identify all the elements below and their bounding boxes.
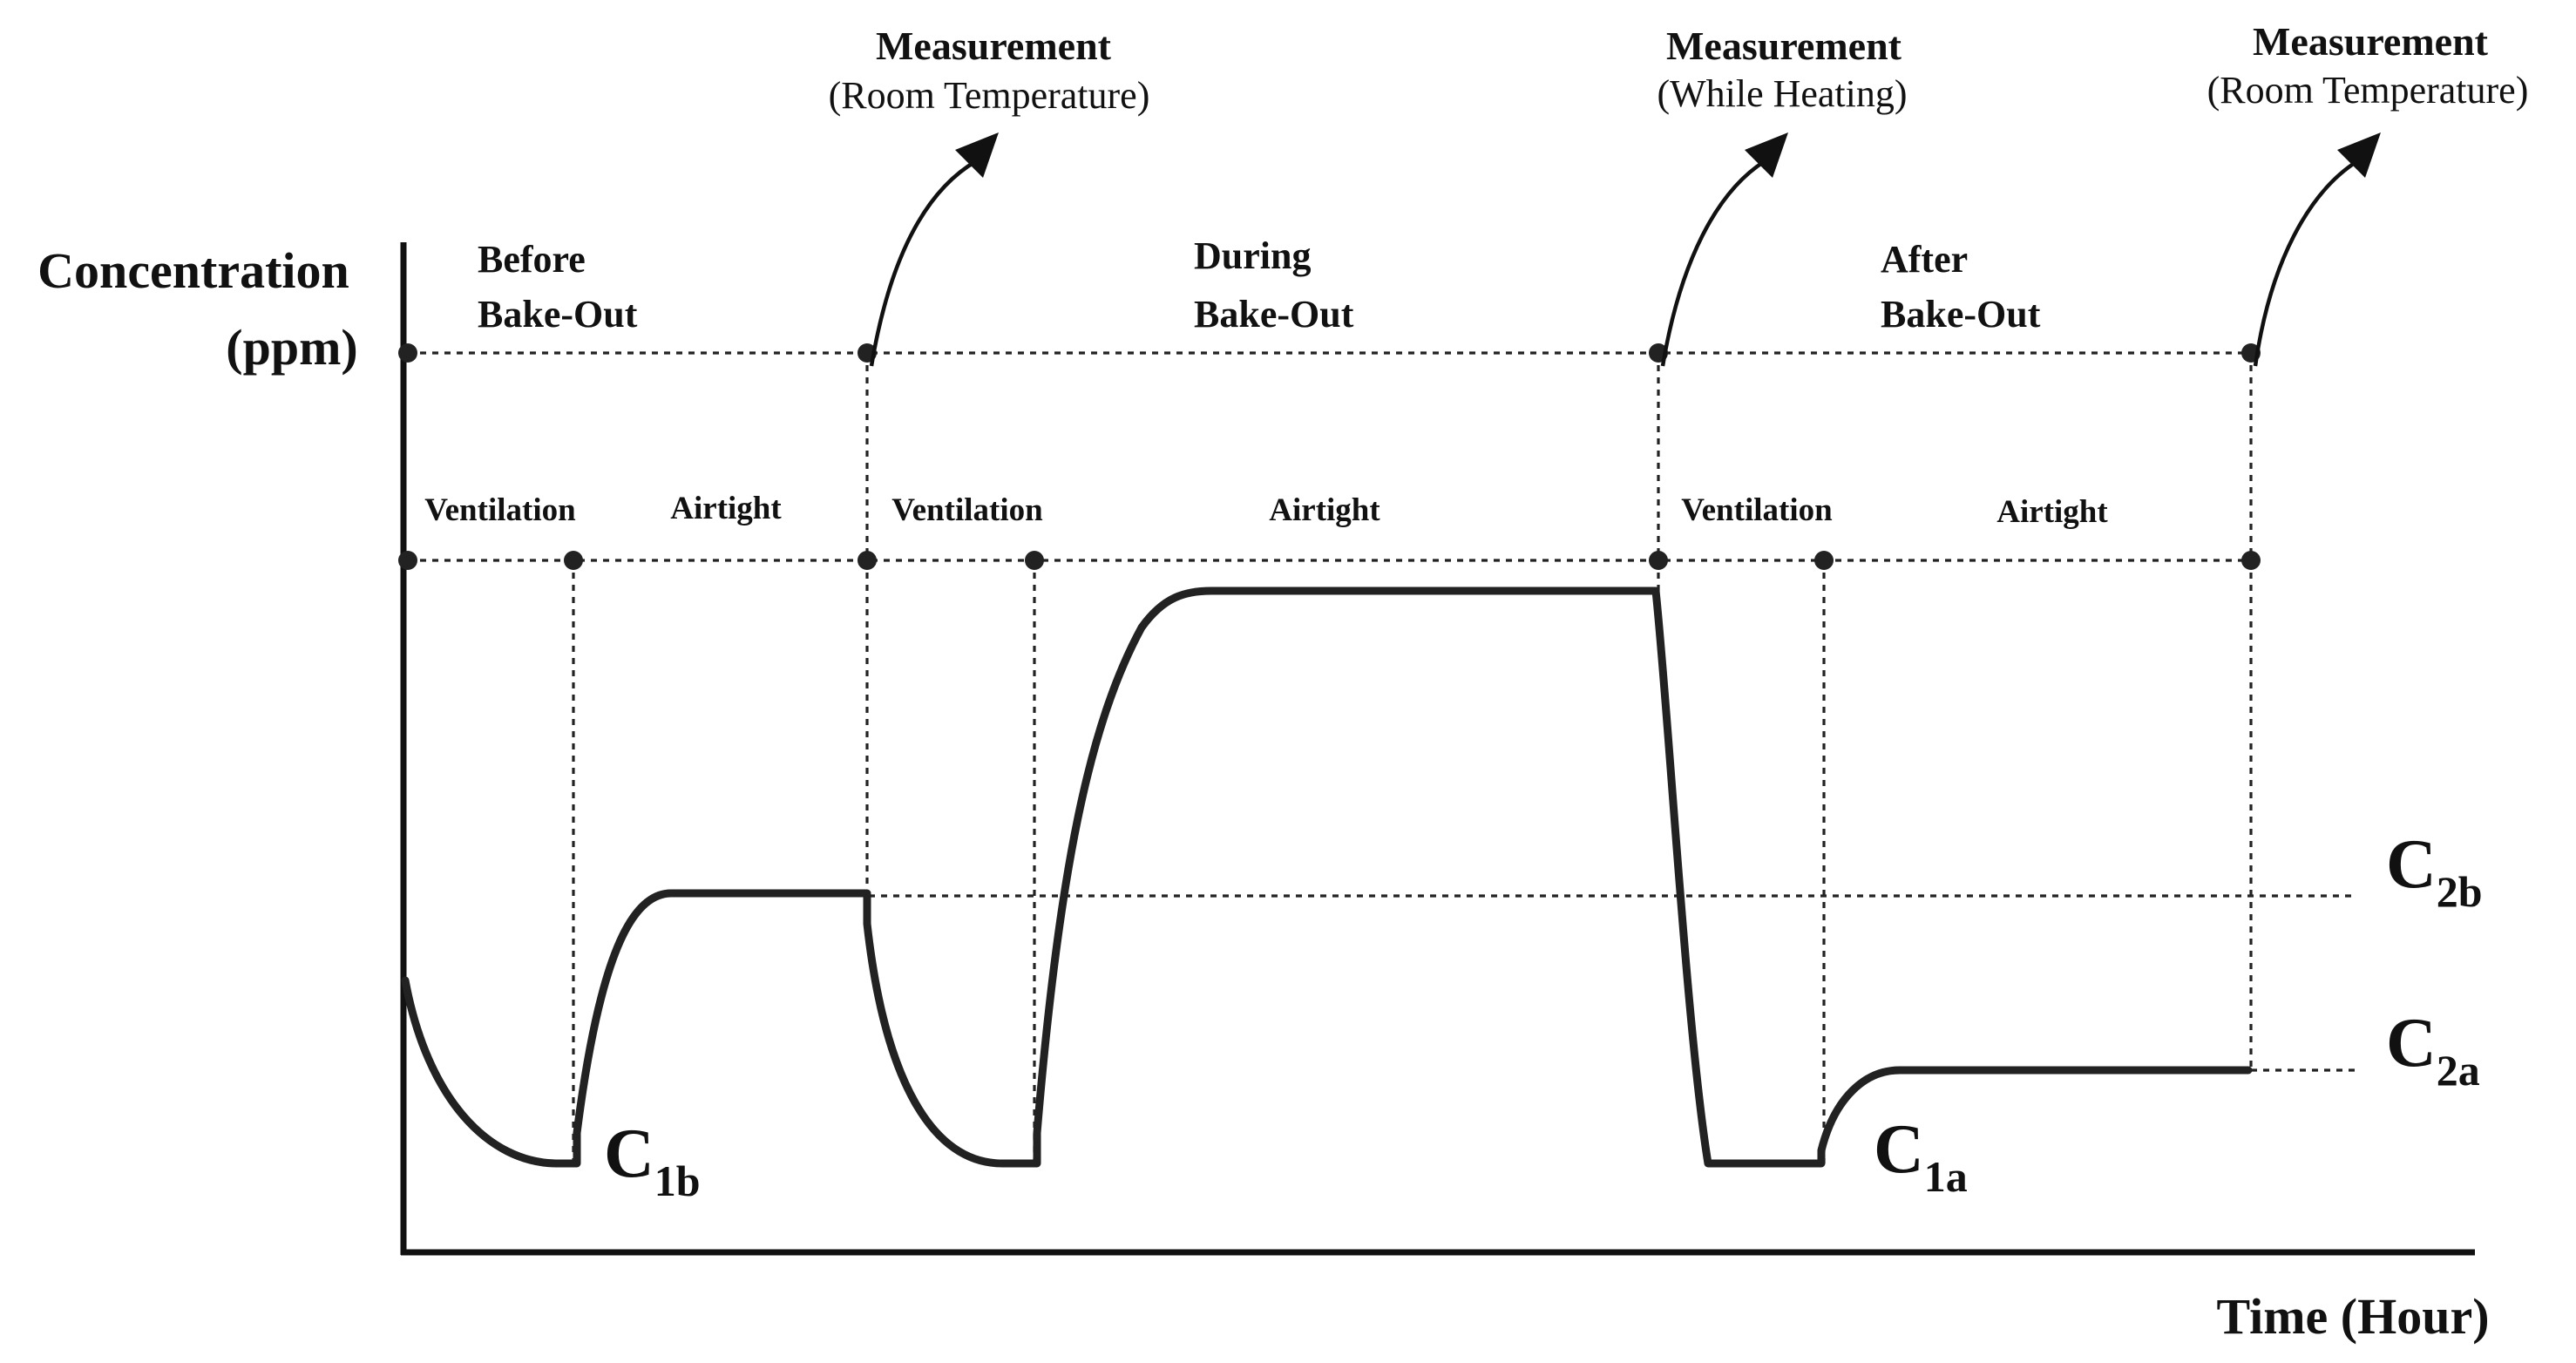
- marker-dot: [2241, 551, 2261, 570]
- interval-label-airtight: Airtight: [670, 491, 782, 526]
- level-label-c1a: C1a: [1874, 1111, 1968, 1201]
- measurement-arrowhead-2: [1745, 132, 1788, 178]
- phase-label-during-line1: During: [1194, 234, 1311, 277]
- y-axis-label-line2: (ppm): [226, 319, 357, 376]
- marker-dot: [398, 343, 417, 363]
- marker-dot: [398, 551, 417, 570]
- concentration-curve: [401, 587, 2253, 1168]
- measurement-arrow-3: [2253, 159, 2359, 367]
- interval-label-ventilation: Ventilation: [891, 492, 1043, 528]
- measurement-label-2-line1: Measurement: [1666, 24, 1902, 68]
- measurement-label-2-line2: (While Heating): [1657, 72, 1907, 115]
- phase-label-during-line2: Bake-Out: [1194, 293, 1354, 336]
- interval-label-airtight: Airtight: [1269, 492, 1380, 528]
- x-axis-label: Time (Hour): [2216, 1288, 2489, 1345]
- marker-dot: [564, 551, 583, 570]
- measurement-label-1-line1: Measurement: [876, 24, 1112, 68]
- measurement-arrow-1: [869, 159, 978, 367]
- level-label-c1b-sub: 1b: [654, 1156, 701, 1205]
- level-label-c2a: C2a: [2386, 1005, 2480, 1095]
- measurement-arrow-2: [1660, 159, 1766, 367]
- phase-label-before-line2: Bake-Out: [478, 293, 638, 336]
- phase-label-after-line1: After: [1881, 238, 1968, 281]
- measurement-label-3-line2: (Room Temperature): [2207, 69, 2529, 112]
- measurement-label-1-line2: (Room Temperature): [829, 74, 1150, 117]
- measurement-arrowhead-3: [2337, 132, 2381, 178]
- level-label-c2b-sub: 2b: [2437, 867, 2483, 916]
- phase-label-after-line2: Bake-Out: [1881, 293, 2041, 336]
- level-label-c2b: C2b: [2386, 826, 2483, 916]
- interval-label-ventilation: Ventilation: [424, 492, 576, 528]
- marker-dot: [1814, 551, 1834, 570]
- y-axis-label-line1: Concentration: [37, 242, 349, 299]
- level-label-c1b: C1b: [604, 1115, 701, 1205]
- phase-label-before-line1: Before: [478, 238, 586, 281]
- level-label-c1a-sub: 1a: [1924, 1152, 1968, 1201]
- level-label-c2a-sub: 2a: [2437, 1046, 2480, 1095]
- interval-label-airtight: Airtight: [1996, 494, 2108, 530]
- measurement-arrowhead-1: [955, 132, 999, 178]
- marker-dot: [858, 551, 877, 570]
- marker-dot: [1025, 551, 1044, 570]
- measurement-label-3-line1: Measurement: [2253, 19, 2489, 64]
- marker-dot: [1649, 551, 1668, 570]
- interval-label-ventilation: Ventilation: [1681, 492, 1833, 528]
